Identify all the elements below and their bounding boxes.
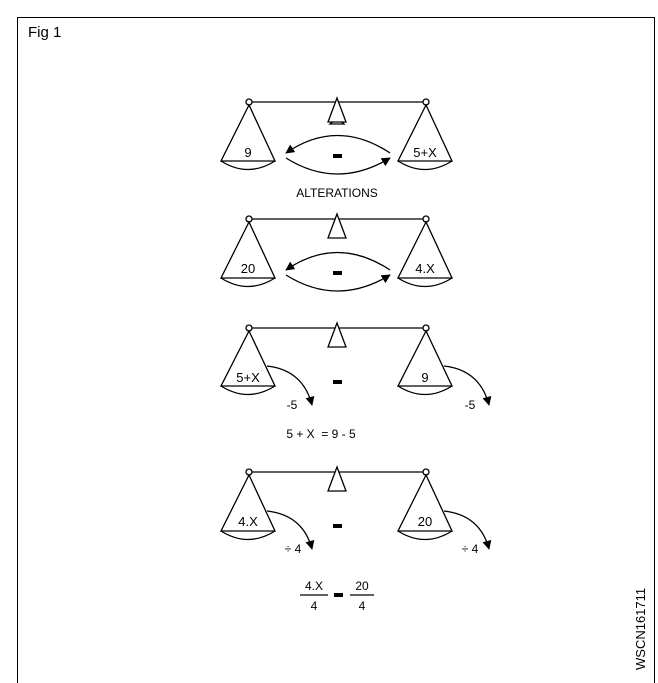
right-pan-bowl <box>397 530 453 541</box>
figure-label: Fig 1 <box>28 24 62 41</box>
left-pan-bowl <box>220 160 276 171</box>
fulcrum-icon <box>327 96 347 123</box>
right-operation: -5 <box>465 398 476 412</box>
left-pan <box>219 220 277 279</box>
operation-arrow <box>266 365 315 406</box>
fraction-equals-mark <box>334 593 343 597</box>
exchange-arrow-top <box>285 134 391 154</box>
right-pan-bowl <box>397 160 453 171</box>
fulcrum-icon <box>327 212 347 239</box>
left-operation: ÷ 4 <box>285 542 302 556</box>
alterations-caption: ALTERATIONS <box>296 186 378 200</box>
fraction-left-numerator: 4.X <box>305 579 323 593</box>
left-pan <box>219 103 277 162</box>
right-pan-bowl <box>397 385 453 396</box>
right-pan-bowl <box>397 277 453 288</box>
right-operation: ÷ 4 <box>462 542 479 556</box>
fulcrum-icon <box>327 465 347 492</box>
right-pan-value: 5+X <box>413 145 437 160</box>
scale-1 <box>219 96 454 175</box>
left-pan <box>219 473 277 532</box>
operation-arrow <box>266 510 315 550</box>
left-pan-value: 20 <box>241 261 255 276</box>
fraction-right-denominator: 4 <box>359 599 366 613</box>
right-pan <box>396 220 454 279</box>
right-pan-value: 9 <box>421 370 428 385</box>
scale-4 <box>219 465 492 550</box>
right-pan-value: 4.X <box>415 261 435 276</box>
figure-frame <box>17 17 655 683</box>
exchange-arrow-bottom <box>285 157 391 175</box>
exchange-arrow-top <box>285 251 391 271</box>
operation-arrow <box>443 365 492 406</box>
left-pan <box>219 329 277 387</box>
equals-mark <box>333 380 342 384</box>
equals-mark <box>333 271 342 275</box>
equation: 5 + X = 9 - 5 <box>286 427 356 441</box>
right-pan <box>396 473 454 532</box>
left-pan-value: 9 <box>244 145 251 160</box>
fraction-left-denominator: 4 <box>311 599 318 613</box>
scale-2 <box>219 212 454 292</box>
left-pan-bowl <box>220 277 276 288</box>
left-pan-bowl <box>220 385 276 396</box>
left-pan-bowl <box>220 530 276 541</box>
right-pan-value: 20 <box>418 514 432 529</box>
left-pan-value: 5+X <box>236 370 260 385</box>
equals-mark <box>333 524 342 528</box>
scale-3 <box>219 321 492 406</box>
left-operation: -5 <box>287 398 298 412</box>
equals-mark <box>333 154 342 158</box>
left-pan-value: 4.X <box>238 514 258 529</box>
right-pan <box>396 103 454 162</box>
fraction-right-numerator: 20 <box>355 579 369 593</box>
fulcrum-icon <box>327 321 347 348</box>
exchange-arrow-bottom <box>285 274 391 292</box>
operation-arrow <box>443 510 492 550</box>
right-pan <box>396 329 454 387</box>
